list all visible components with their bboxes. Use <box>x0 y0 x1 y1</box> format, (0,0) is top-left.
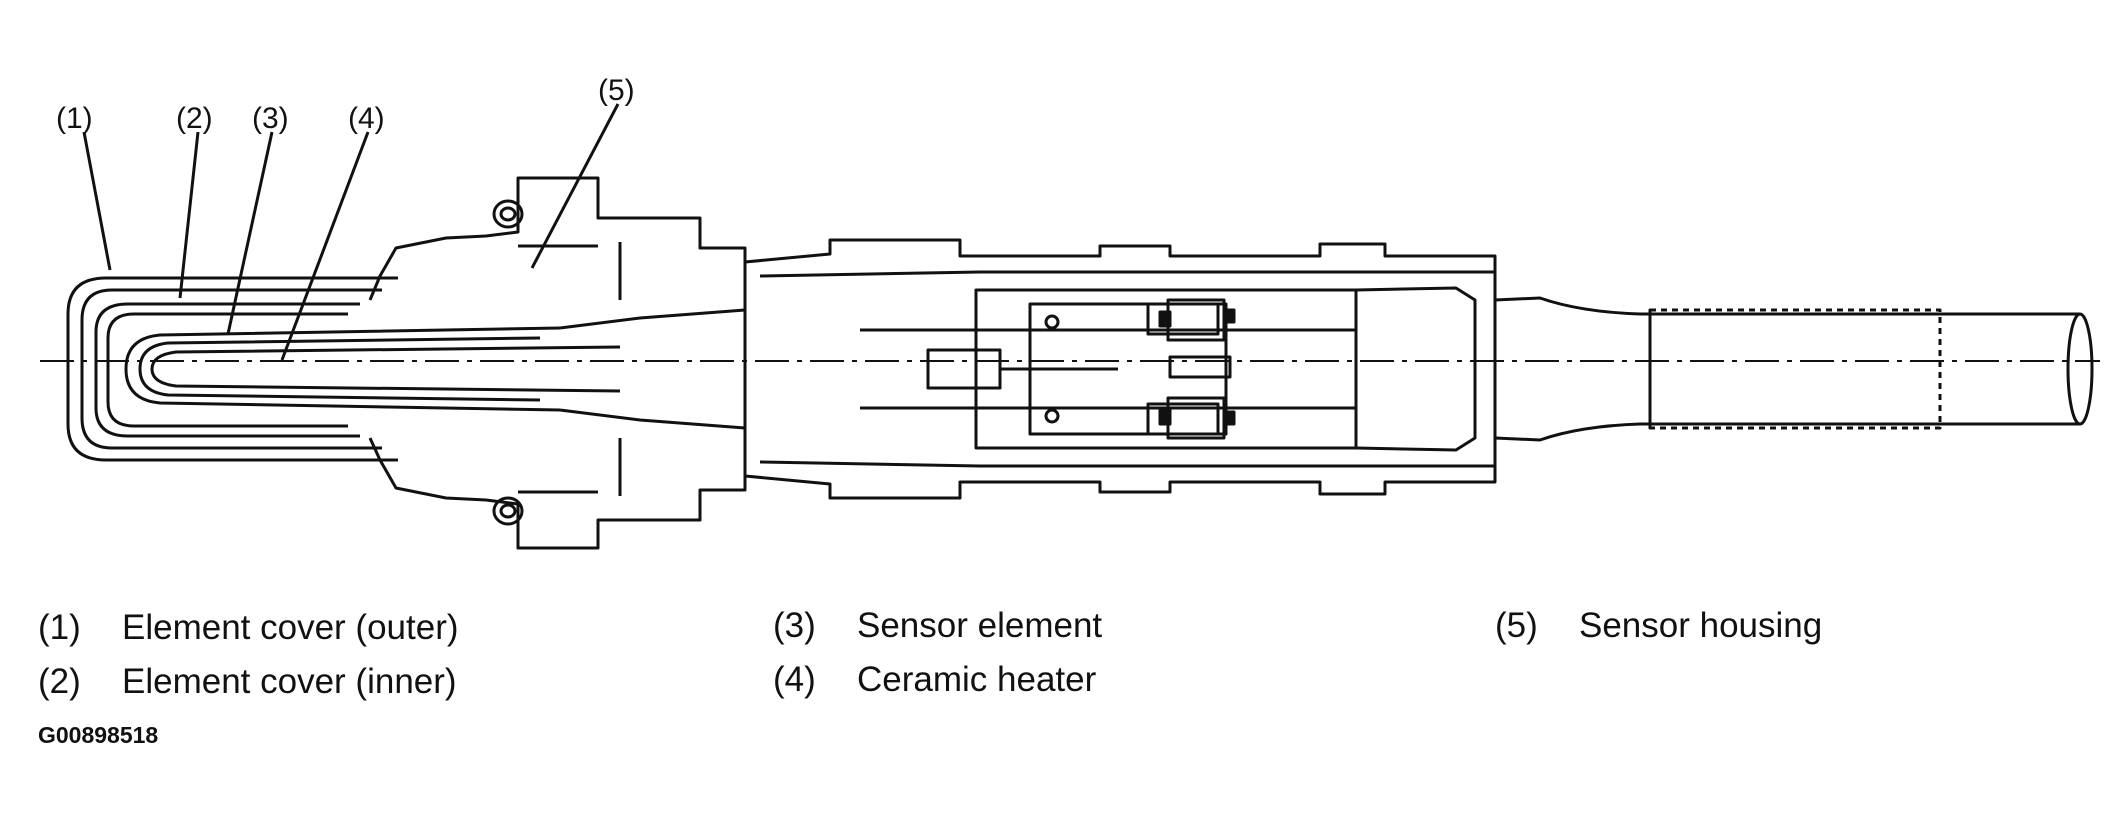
leader-line-1 <box>82 131 112 271</box>
figure-id: G00898518 <box>38 722 159 748</box>
legend-number: (1) <box>38 608 81 647</box>
protective-tube <box>744 238 1497 500</box>
element-cover-outer <box>66 276 398 462</box>
sensor-element <box>124 326 561 412</box>
gasket-bottom <box>492 496 524 526</box>
heater-contact <box>926 348 1002 390</box>
connector-body <box>974 288 1358 450</box>
legend-label: Element cover (inner) <box>122 662 457 701</box>
callout-2: (2) <box>176 102 213 135</box>
legend-number: (5) <box>1495 606 1538 645</box>
callout-3: (3) <box>252 102 289 135</box>
leader-line-4 <box>280 131 370 361</box>
housing-inner-taper-bottom <box>559 408 746 430</box>
legend-item-3: (3) Sensor element <box>773 606 1102 646</box>
legend-number: (3) <box>773 606 816 645</box>
leader-line-3 <box>226 131 274 335</box>
connector-pin-bottom <box>1044 408 1060 424</box>
callout-1: (1) <box>56 102 93 135</box>
gasket-top <box>492 199 524 229</box>
element-cover-inner <box>94 302 360 438</box>
cable-sleeve <box>1648 308 1942 430</box>
legend-item-2: (2) Element cover (inner) <box>38 662 457 702</box>
terminal-top-dark <box>1158 310 1172 328</box>
terminal-middle <box>1168 355 1232 379</box>
legend-label: Sensor element <box>857 606 1103 645</box>
terminal-bottom-dark <box>1158 408 1172 426</box>
legend-item-1: (1) Element cover (outer) <box>38 608 459 648</box>
legend-label: Sensor housing <box>1579 606 1823 645</box>
legend-number: (4) <box>773 660 816 699</box>
rubber-grommet <box>1355 286 1477 452</box>
terminal-top-tip <box>1222 308 1236 324</box>
element-cover-outer-inner-edge <box>80 288 382 450</box>
callout-4: (4) <box>348 102 385 135</box>
legend-item-5: (5) Sensor housing <box>1495 606 1822 646</box>
connector-pin-top <box>1044 314 1060 330</box>
leader-line-5 <box>530 103 620 269</box>
callout-5: (5) <box>598 74 635 107</box>
protective-tube-inner <box>759 270 1495 468</box>
gasket-top-inner <box>499 206 517 222</box>
lead-cable <box>1494 296 2080 442</box>
gasket-bottom-inner <box>499 503 517 519</box>
ceramic-heater <box>150 345 621 393</box>
sensor-housing <box>368 176 747 550</box>
terminal-bottom <box>1146 402 1220 436</box>
element-cover-inner-edge <box>106 312 348 428</box>
legend-label: Element cover (outer) <box>122 608 459 647</box>
housing-inner-taper-top <box>559 308 746 330</box>
legend-number: (2) <box>38 662 81 701</box>
legend-item-4: (4) Ceramic heater <box>773 660 1096 700</box>
legend-label: Ceramic heater <box>857 660 1097 699</box>
terminal-bottom-tip <box>1222 410 1236 426</box>
lead-cable-end <box>2066 312 2094 426</box>
sensor-element-inner-edge <box>138 336 541 402</box>
terminal-top <box>1146 302 1220 336</box>
leader-line-2 <box>178 131 200 299</box>
